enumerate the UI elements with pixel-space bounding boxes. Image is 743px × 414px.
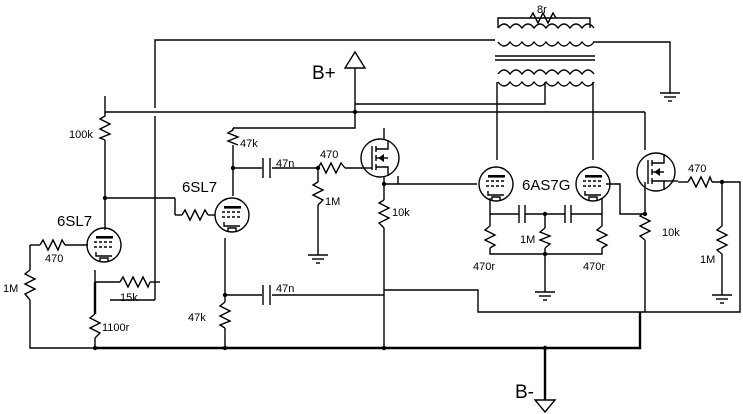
label-1100r: 1100r — [102, 322, 130, 334]
label-1m-in: 1M — [3, 283, 18, 295]
resistor-470-right — [687, 175, 713, 189]
resistor-470r-right — [595, 225, 609, 249]
ground-symbol-transformer — [660, 92, 680, 102]
resistor-100k — [98, 112, 112, 141]
resistor-1100r — [88, 313, 102, 339]
label-10k-mid: 10k — [392, 207, 410, 219]
capacitor-47n-top — [262, 158, 271, 178]
resistor-470-in — [39, 238, 66, 252]
ground-symbol-cathode — [535, 291, 555, 301]
capacitor-cathode-left — [518, 205, 526, 223]
label-470-mid: 470 — [320, 149, 338, 161]
capacitor-cathode-right — [564, 205, 572, 223]
ground-symbol-mid — [308, 254, 328, 264]
resistor-1m-mid — [311, 181, 325, 206]
label-47n-bottom: 47n — [276, 283, 294, 295]
label-470-right: 470 — [688, 163, 706, 175]
label-tube-6sl7-left: 6SL7 — [57, 213, 92, 230]
mosfet-left — [360, 138, 400, 178]
mosfet-right — [636, 152, 678, 192]
label-b-plus: B+ — [312, 63, 336, 84]
capacitor-47n-bottom — [262, 285, 271, 305]
label-47k-bottom: 47k — [188, 312, 206, 324]
label-8r: 8r — [537, 4, 547, 16]
label-47k-top: 47k — [240, 138, 258, 150]
labels: 8r B+ 100k 47k 47n 470 1M 10k 6SL7 6SL7 … — [3, 4, 715, 403]
resistor-470r-left — [483, 225, 497, 249]
output-transformer — [495, 23, 595, 87]
label-470r-left: 470r — [473, 261, 495, 273]
resistor-47k-top — [226, 128, 240, 146]
resistor-10k-mid — [377, 199, 391, 229]
label-100k: 100k — [69, 129, 93, 141]
resistor-47k-bottom — [218, 301, 232, 329]
b-plus-symbol — [343, 50, 367, 69]
label-1m-mid: 1M — [325, 196, 340, 208]
label-10k-right: 10k — [662, 227, 680, 239]
resistor-10k-right — [638, 211, 652, 241]
resistor-1m-in — [23, 269, 37, 301]
label-15k: 15k — [120, 292, 138, 304]
b-minus-symbol — [533, 399, 557, 414]
label-1m-cathode: 1M — [520, 234, 535, 246]
tube-6sl7-left — [86, 227, 122, 263]
label-1m-right: 1M — [700, 254, 715, 266]
tube-6as7g-right — [575, 166, 611, 202]
label-tube-6as7g: 6AS7G — [522, 177, 570, 194]
resistor-8r — [529, 11, 557, 25]
label-470-in: 470 — [45, 253, 63, 265]
resistor-1m-right — [715, 225, 729, 255]
label-b-minus: B- — [515, 382, 534, 403]
resistor-15k — [119, 275, 151, 289]
label-47n-top: 47n — [276, 158, 294, 170]
ground-symbol-right — [712, 294, 732, 304]
resistor-1m-cathode — [538, 227, 552, 249]
b-minus-rail — [93, 282, 642, 400]
tube-6sl7-mid — [214, 197, 250, 233]
label-470r-right: 470r — [583, 261, 605, 273]
resistor-470-mid — [317, 161, 346, 175]
junction-dots — [92, 109, 725, 351]
label-tube-6sl7-mid: 6SL7 — [182, 179, 217, 196]
resistor-grid-mid — [181, 208, 209, 222]
tube-6as7g-left — [478, 166, 514, 202]
